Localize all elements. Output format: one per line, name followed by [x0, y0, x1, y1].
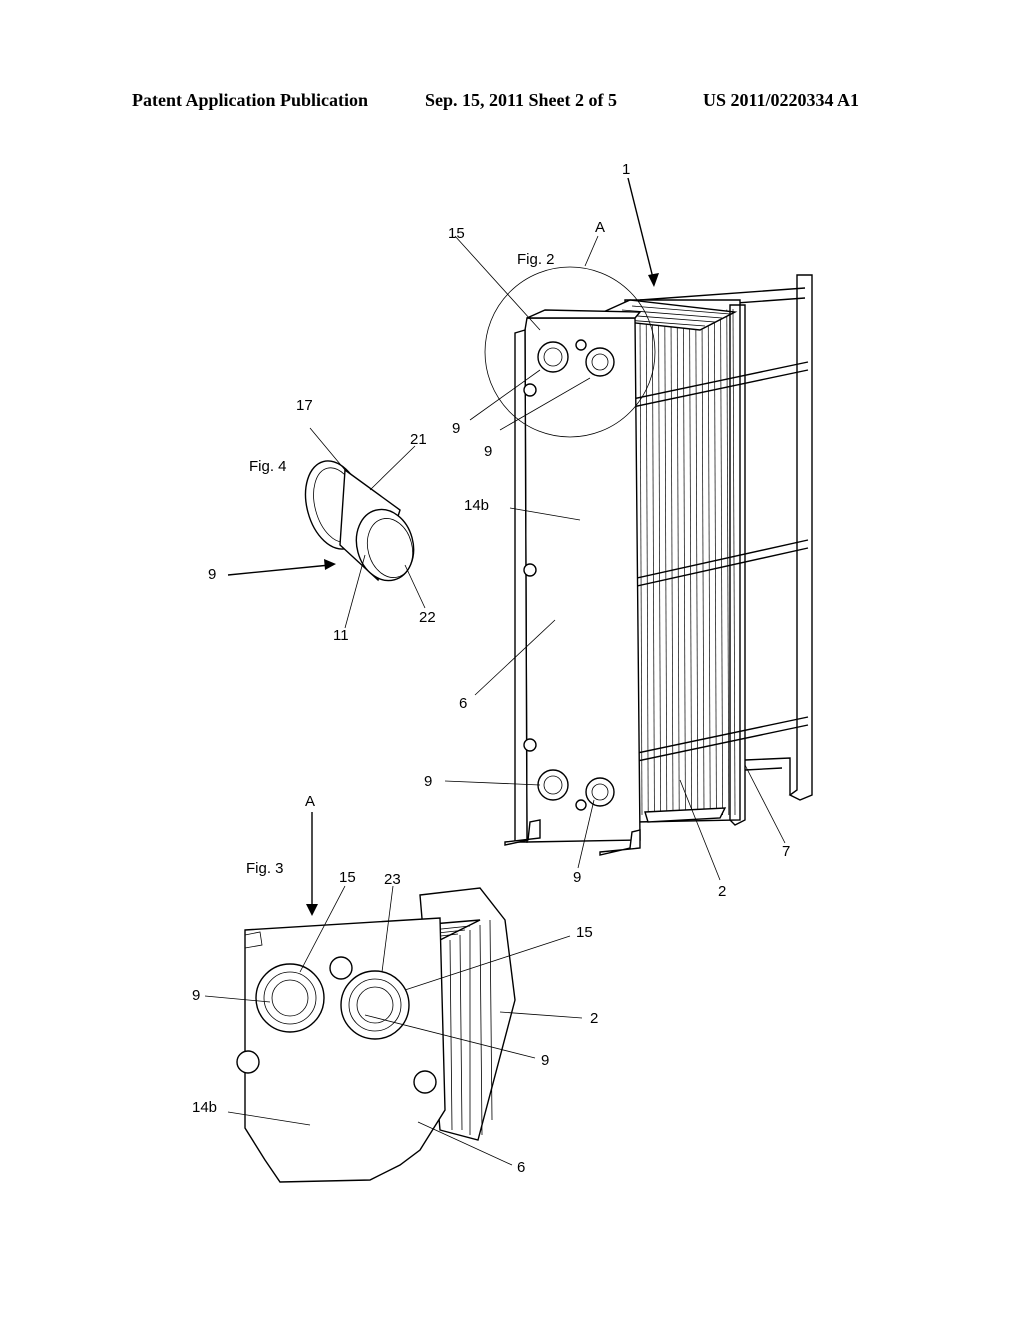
fig4-label-21: 21: [410, 431, 427, 448]
fig3-label-9a: 9: [192, 987, 200, 1004]
plate-line: [645, 317, 649, 816]
plate-pack-lines: [639, 308, 736, 816]
frame-plate-front: [524, 317, 641, 843]
fig2-label-9c: 9: [424, 773, 432, 790]
fig3-drawing: A Fig. 3 15 23 15 9 2 9 14b 6: [192, 793, 598, 1183]
fig2-label-9a: 9: [452, 420, 460, 437]
fig3-top-bolt: [329, 956, 353, 980]
plate-line: [664, 315, 668, 816]
bottom-bolt: [575, 799, 587, 811]
plate-line: [714, 310, 717, 816]
fig3-label-14b: 14b: [192, 1099, 217, 1116]
connection-top-left: [537, 341, 569, 373]
fig4-title: Fig. 4: [249, 458, 287, 475]
fig4-label-9: 9: [208, 566, 216, 583]
fig2-label-7: 7: [782, 843, 790, 860]
plate-pack-top: [587, 299, 738, 331]
fig3-label-9b: 9: [541, 1052, 549, 1069]
plate-line: [720, 310, 723, 816]
fig4-label-17: 17: [296, 397, 313, 414]
tie-rod-middle: [627, 539, 809, 589]
fig3-label-6: 6: [517, 1159, 525, 1176]
fig3-label-15a: 15: [339, 869, 356, 886]
connection-bottom-left: [537, 769, 569, 801]
fig4-drawing: 17 21 Fig. 4 9 11 22: [208, 397, 436, 644]
sleeve-end: [355, 508, 415, 582]
frame-bolt-1: [523, 383, 537, 397]
fig3-label-a: A: [305, 793, 315, 810]
fig3-label-23: 23: [384, 871, 401, 888]
fig4-label-11: 11: [333, 627, 349, 644]
fig2-label-14b: 14b: [464, 497, 489, 514]
publication-number: US 2011/0220334 A1: [703, 90, 860, 110]
connection-bottom-right: [585, 777, 615, 807]
plate-line: [707, 311, 711, 816]
fig2-label-a: A: [595, 219, 605, 236]
plate-line: [658, 316, 661, 816]
fig3-bolt-left: [236, 1050, 260, 1074]
plate-line: [639, 317, 643, 816]
frame-foot-left: [504, 819, 541, 846]
fig2-label-9d: 9: [573, 869, 581, 886]
plate-line: [695, 312, 699, 816]
rear-support-column: [788, 274, 813, 801]
bottom-guide-bar: [744, 757, 791, 795]
fig3-title: Fig. 3: [246, 860, 284, 877]
plate-pack-bottom-hatch: [644, 807, 727, 823]
plate-pack-top-grid: [599, 305, 731, 327]
plate-line: [689, 313, 692, 816]
plate-line: [726, 309, 730, 816]
publication-date-sheet: Sep. 15, 2011 Sheet 2 of 5: [425, 90, 618, 110]
frame-plate-side: [514, 329, 528, 843]
frame-bolt-3: [523, 738, 537, 752]
fig2-label-2: 2: [718, 883, 726, 900]
fig2-label-6: 6: [459, 695, 467, 712]
fig4-label-22: 22: [419, 609, 436, 626]
arrow-1: [627, 177, 655, 283]
connection-top-right: [585, 347, 615, 377]
plate-line: [652, 316, 655, 816]
publication-type: Patent Application Publication: [132, 90, 369, 110]
fig3-label-15b: 15: [576, 924, 593, 941]
pressure-plate: [729, 304, 746, 826]
fig3-connection-left-nut: [255, 963, 325, 1033]
fig2-drawing: 15 A 1 Fig. 2 9 9 14b 6 9 9 2 7: [424, 161, 813, 900]
fig2-label-1: 1: [622, 161, 630, 178]
plate-line: [732, 308, 736, 816]
tie-rod-lower: [627, 716, 809, 764]
plate-line: [683, 313, 686, 816]
fig2-label-15: 15: [448, 225, 465, 242]
detail-circle-a: [484, 266, 656, 438]
frame-foot-right: [599, 829, 641, 856]
fig3-bolt-right: [413, 1070, 437, 1094]
top-bolt: [575, 339, 587, 351]
frame-plate-top-edge: [526, 309, 642, 319]
frame-bolt-2: [523, 563, 537, 577]
fig3-connection-right-nut: [340, 970, 410, 1040]
fig2-title: Fig. 2: [517, 251, 555, 268]
fig3-label-2: 2: [590, 1010, 598, 1027]
tie-rod-upper: [627, 361, 809, 409]
fig2-label-9b: 9: [484, 443, 492, 460]
